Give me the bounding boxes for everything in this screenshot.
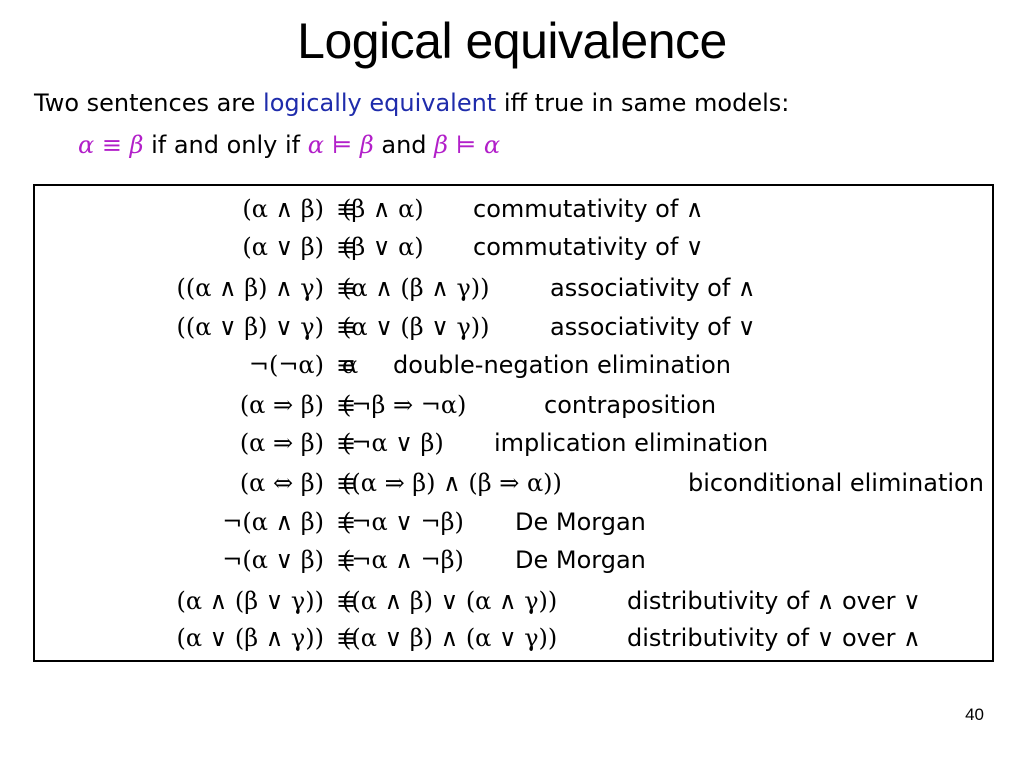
equivalence-symbol: ≡ [335, 508, 357, 536]
equivalences-table: (α ∧ β) ≡ (β ∧ α) commutativity of ∧ (α … [33, 184, 994, 662]
equivalence-rhs: ((α ∨ β) ∧ (α ∨ γ)) [342, 624, 558, 652]
definition-text-end: iff true in same models: [496, 89, 790, 117]
equivalence-name: De Morgan [515, 546, 646, 574]
page-number: 40 [965, 705, 984, 724]
equivalence-rhs: (¬α ∧ ¬β) [342, 546, 464, 574]
entailment-expression-2: β ⊨ α [434, 131, 501, 159]
equivalence-symbol: ≡ [335, 274, 357, 302]
equivalence-rhs: (¬α ∨ ¬β) [342, 508, 464, 536]
equivalence-expression: α ≡ β [78, 131, 144, 159]
equivalence-rhs: (β ∨ α) [342, 233, 424, 261]
equivalence-name: associativity of ∨ [550, 313, 756, 341]
equivalence-symbol: ≡ [335, 233, 357, 261]
equivalence-name: De Morgan [515, 508, 646, 536]
definition-text-start: Two sentences are [34, 89, 264, 117]
equivalence-lhs: (α ∧ β) [242, 195, 324, 223]
equivalence-lhs: ((α ∨ β) ∨ γ) [176, 313, 324, 341]
equivalence-rhs: (¬α ∨ β) [342, 429, 444, 457]
equivalence-name: distributivity of ∧ over ∨ [627, 587, 921, 615]
equivalence-lhs: (α ∨ (β ∧ γ)) [176, 624, 324, 652]
equivalence-rhs: ((α ⇒ β) ∧ (β ⇒ α)) [342, 469, 562, 497]
equivalence-symbol: ≡ [335, 391, 357, 419]
equivalence-rhs: (α ∨ (β ∨ γ)) [342, 313, 490, 341]
equivalence-name: implication elimination [494, 429, 769, 457]
equivalence-lhs: (α ∧ (β ∨ γ)) [176, 587, 324, 615]
equivalence-symbol: ≡ [335, 624, 357, 652]
equivalence-name: distributivity of ∨ over ∧ [627, 624, 921, 652]
entailment-expression-1: α ⊨ β [307, 131, 374, 159]
equivalence-rhs: (α ∧ (β ∧ γ)) [342, 274, 490, 302]
equivalence-rhs: α [342, 351, 359, 379]
slide-title: Logical equivalence [297, 13, 727, 69]
equivalence-symbol: ≡ [335, 469, 357, 497]
equivalence-lhs: (α ⇒ β) [239, 429, 324, 457]
equivalence-symbol: ≡ [335, 195, 357, 223]
equivalence-rhs: (β ∧ α) [342, 195, 424, 223]
equivalence-rhs: (¬β ⇒ ¬α) [342, 391, 467, 419]
equivalence-lhs: ¬(¬α) [248, 351, 324, 379]
equivalence-name: associativity of ∧ [550, 274, 756, 302]
equivalence-name: double-negation elimination [393, 351, 732, 379]
equivalence-symbol: ≡ [335, 313, 357, 341]
equivalence-symbol: ≡ [335, 587, 357, 615]
equivalence-rhs: ((α ∧ β) ∨ (α ∧ γ)) [342, 587, 558, 615]
defined-term: logically equivalent [263, 89, 497, 117]
equivalence-lhs: ((α ∧ β) ∧ γ) [176, 274, 324, 302]
equivalence-symbol: ≡ [335, 546, 357, 574]
iff-text: if and only if [143, 131, 308, 159]
equivalence-lhs: ¬(α ∧ β) [222, 508, 324, 536]
definition-line: Two sentences are logically equivalent i… [34, 82, 789, 124]
equivalence-lhs: (α ∨ β) [242, 233, 324, 261]
equivalence-lhs: (α ⇔ β) [239, 469, 324, 497]
equivalence-name: commutativity of ∧ [473, 195, 704, 223]
and-text: and [373, 131, 435, 159]
equivalence-lhs: ¬(α ∨ β) [222, 546, 324, 574]
equivalence-name: contraposition [544, 391, 717, 419]
formal-definition-line: α ≡ β if and only if α ⊨ β and β ⊨ α [34, 124, 789, 166]
definition-text: Two sentences are logically equivalent i… [34, 82, 789, 166]
equivalence-symbol: ≡ [335, 351, 357, 379]
equivalence-lhs: (α ⇒ β) [239, 391, 324, 419]
equivalence-name: commutativity of ∨ [473, 233, 704, 261]
equivalence-symbol: ≡ [335, 429, 357, 457]
equivalence-name: biconditional elimination [688, 469, 984, 497]
